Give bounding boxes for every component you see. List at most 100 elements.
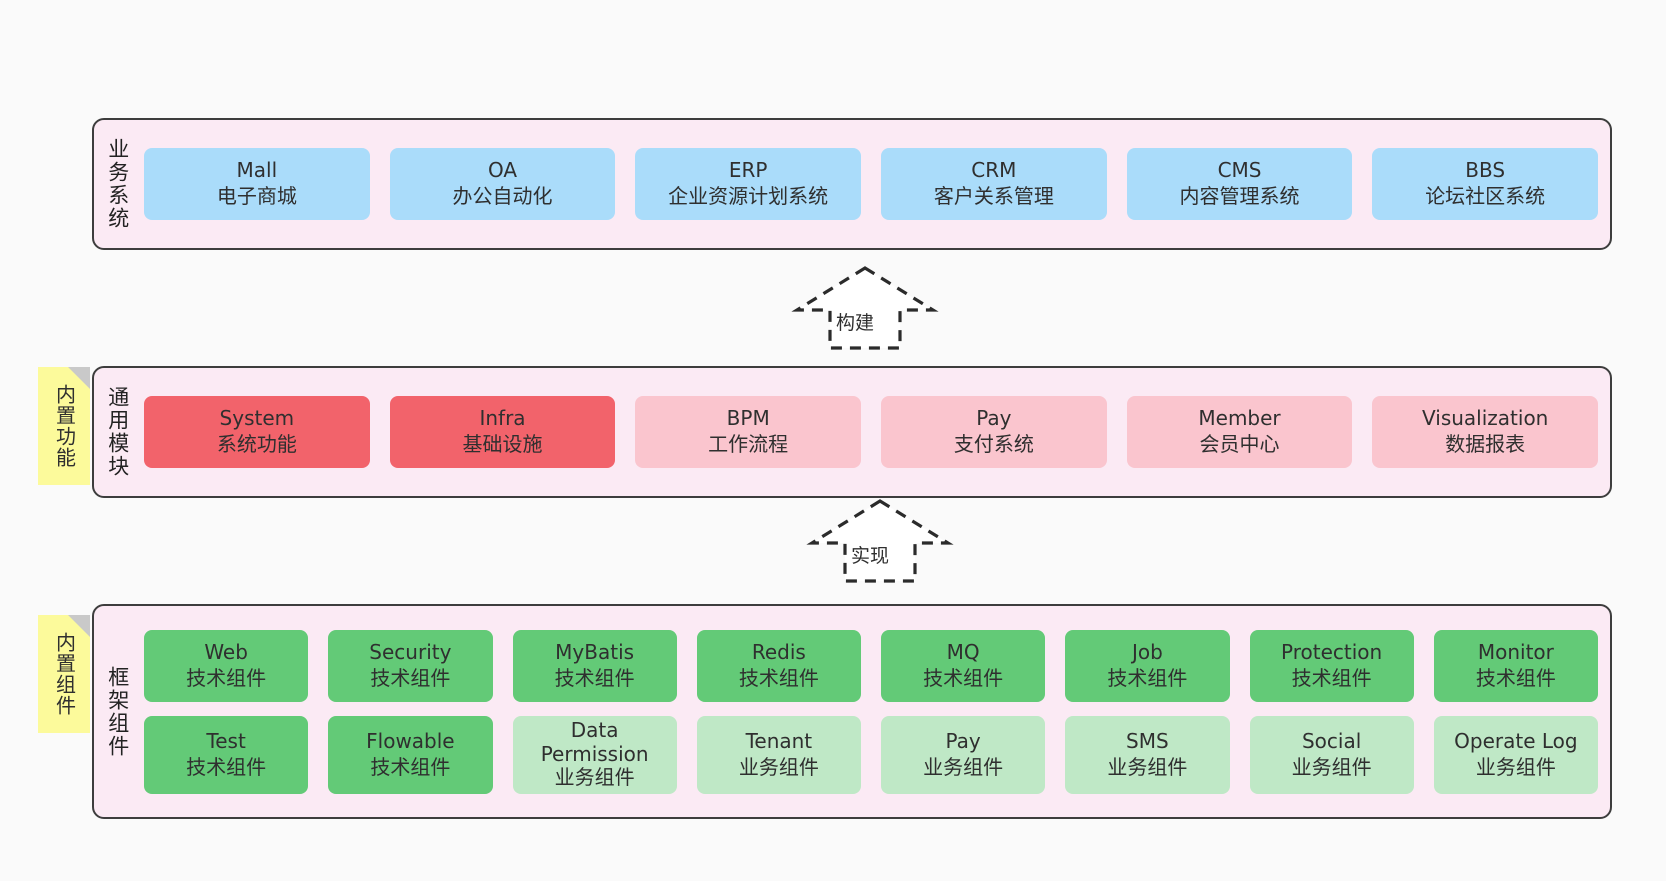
card-subtitle: 业务组件 [1291,754,1372,779]
component-card-protection[interactable]: Protection 技术组件 [1249,629,1414,702]
component-card-visualization[interactable]: Visualization 数据报表 [1372,396,1599,468]
card-title: Test [206,728,246,753]
layer-body-framework-components: Web 技术组件 Security 技术组件 MyBatis 技术组件 Redi… [140,606,1610,817]
card-title: Security [369,639,452,664]
card-subtitle: 基础设施 [462,432,543,456]
component-card-test[interactable]: Test 技术组件 [144,715,309,794]
component-card-tenant[interactable]: Tenant 业务组件 [696,715,861,794]
sticky-note-builtin-components: 内置组件 [38,615,90,733]
card-title: Redis [751,639,806,664]
card-subtitle: 技术组件 [186,754,267,779]
card-subtitle: 业务组件 [738,754,819,779]
card-title: Operate Log [1454,728,1578,753]
card-title: Visualization [1422,406,1549,431]
connector-build: 构建 [790,262,940,352]
layer-label-business-systems: 业务系统 [105,138,130,230]
component-card-oa[interactable]: OA 办公自动化 [389,148,616,220]
card-subtitle: 技术组件 [1291,665,1372,690]
component-row: System 系统功能 Infra 基础设施 BPM 工作流程 Pay 支付系统… [144,396,1599,468]
card-subtitle: 会员中心 [1199,432,1280,456]
card-title: BPM [726,406,770,431]
card-title: ERP [728,158,768,183]
component-card-sms[interactable]: SMS 业务组件 [1065,715,1230,794]
layer-body-common-modules: System 系统功能 Infra 基础设施 BPM 工作流程 Pay 支付系统… [140,368,1610,496]
card-title: Flowable [366,728,455,753]
card-subtitle: 技术组件 [1107,665,1188,690]
connector-label-implement: 实现 [851,545,890,567]
card-subtitle: 技术组件 [370,754,451,779]
sticky-note-builtin-functions: 内置功能 [38,367,90,485]
component-card-infra[interactable]: Infra 基础设施 [389,396,616,468]
layer-body-business-systems: Mall 电子商城 OA 办公自动化 ERP 企业资源计划系统 CRM 客户关系… [140,120,1610,248]
component-card-pay[interactable]: Pay 支付系统 [881,396,1107,468]
layer-business-systems: 业务系统 Mall 电子商城 OA 办公自动化 ERP 企业资源计划系统 CRM… [92,118,1612,250]
component-row: Web 技术组件 Security 技术组件 MyBatis 技术组件 Redi… [144,629,1598,702]
component-card-bpm[interactable]: BPM 工作流程 [635,396,862,468]
card-title: Infra [479,406,526,431]
card-subtitle: 技术组件 [1475,665,1556,690]
component-card-mall[interactable]: Mall 电子商城 [144,148,370,220]
layer-label-common-modules: 通用模块 [105,386,130,478]
card-subtitle: 企业资源计划系统 [668,184,829,208]
component-card-erp[interactable]: ERP 企业资源计划系统 [635,148,862,220]
component-card-security[interactable]: Security 技术组件 [328,629,493,702]
component-card-system[interactable]: System 系统功能 [144,396,370,468]
card-subtitle: 技术组件 [370,665,451,690]
component-card-pay-business[interactable]: Pay 业务组件 [881,715,1046,794]
card-title: Job [1131,639,1163,664]
note-fold-corner [68,615,90,637]
component-card-social[interactable]: Social 业务组件 [1249,715,1414,794]
component-card-bbs[interactable]: BBS 论坛社区系统 [1372,148,1599,220]
card-subtitle: 业务组件 [923,754,1004,779]
card-subtitle: 客户关系管理 [933,184,1054,208]
card-title: CMS [1217,158,1262,183]
connector-implement: 实现 [805,495,955,585]
card-title: Tenant [745,728,813,753]
card-title: Web [204,639,248,664]
card-title: Pay [976,406,1012,431]
component-row: Mall 电子商城 OA 办公自动化 ERP 企业资源计划系统 CRM 客户关系… [144,148,1599,220]
component-row: Test 技术组件 Flowable 技术组件 Data Permission … [144,715,1598,794]
component-card-monitor[interactable]: Monitor 技术组件 [1433,629,1598,702]
card-title: Monitor [1477,639,1554,664]
card-title: MyBatis [555,639,635,664]
card-subtitle: 论坛社区系统 [1425,184,1546,208]
component-card-web[interactable]: Web 技术组件 [144,629,309,702]
card-subtitle: 办公自动化 [452,184,553,208]
card-subtitle: 内容管理系统 [1179,184,1300,208]
component-card-operate-log[interactable]: Operate Log 业务组件 [1433,715,1598,794]
card-title: Mall [236,158,278,183]
card-title: Data Permission [540,718,649,766]
component-card-cms[interactable]: CMS 内容管理系统 [1126,148,1353,220]
card-subtitle: 技术组件 [186,665,267,690]
card-subtitle: 数据报表 [1445,432,1526,456]
note-label: 内置功能 [52,384,77,468]
component-card-mq[interactable]: MQ 技术组件 [881,629,1046,702]
card-title: MQ [946,639,980,664]
card-subtitle: 电子商城 [216,184,297,208]
component-card-data-permission[interactable]: Data Permission 业务组件 [512,715,677,794]
layer-framework-components: 框架组件 Web 技术组件 Security 技术组件 MyBatis 技术组件… [92,604,1612,819]
card-subtitle: 业务组件 [1475,754,1556,779]
card-subtitle: 技术组件 [554,665,635,690]
card-subtitle: 技术组件 [738,665,819,690]
card-subtitle: 业务组件 [1107,754,1188,779]
card-title: Pay [945,728,981,753]
component-card-crm[interactable]: CRM 客户关系管理 [881,148,1107,220]
layer-label-framework-components: 框架组件 [105,665,130,758]
card-title: Social [1301,728,1362,753]
note-label: 内置组件 [52,632,77,716]
component-card-member[interactable]: Member 会员中心 [1126,396,1353,468]
card-title: OA [487,158,518,183]
component-card-flowable[interactable]: Flowable 技术组件 [328,715,493,794]
layer-common-modules: 通用模块 System 系统功能 Infra 基础设施 BPM 工作流程 Pay… [92,366,1612,498]
component-card-job[interactable]: Job 技术组件 [1065,629,1230,702]
card-title: CRM [971,158,1017,183]
card-subtitle: 支付系统 [953,432,1034,456]
component-card-mybatis[interactable]: MyBatis 技术组件 [512,629,677,702]
card-title: System [219,406,295,431]
card-title: SMS [1126,728,1169,753]
card-title: Protection [1281,639,1383,664]
dashed-hollow-arrow-up-icon [791,266,939,350]
component-card-redis[interactable]: Redis 技术组件 [696,629,861,702]
